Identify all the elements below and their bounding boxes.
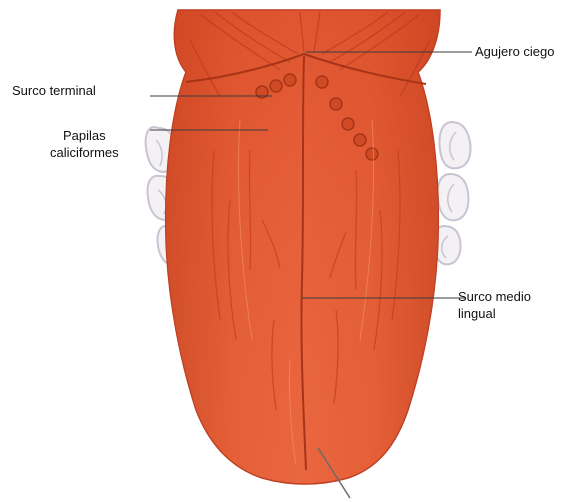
label-surco-terminal: Surco terminal: [12, 82, 96, 99]
right-molar-2: [438, 174, 469, 220]
label-surco-medio-line2: lingual: [458, 305, 531, 322]
label-surco-terminal-text: Surco terminal: [12, 82, 96, 99]
right-teeth: [433, 122, 470, 264]
right-molar-1: [440, 122, 471, 168]
label-agujero-ciego-text: Agujero ciego: [475, 43, 555, 60]
label-surco-medio-line1: Surco medio: [458, 288, 531, 305]
label-papilas-line1: Papilas: [50, 127, 119, 144]
label-agujero-ciego: Agujero ciego: [475, 43, 555, 60]
label-papilas-caliciformes: Papilas caliciformes: [50, 127, 119, 161]
label-papilas-line2: caliciformes: [50, 144, 119, 161]
tongue: [166, 10, 440, 484]
label-surco-medio-lingual: Surco medio lingual: [458, 288, 531, 322]
